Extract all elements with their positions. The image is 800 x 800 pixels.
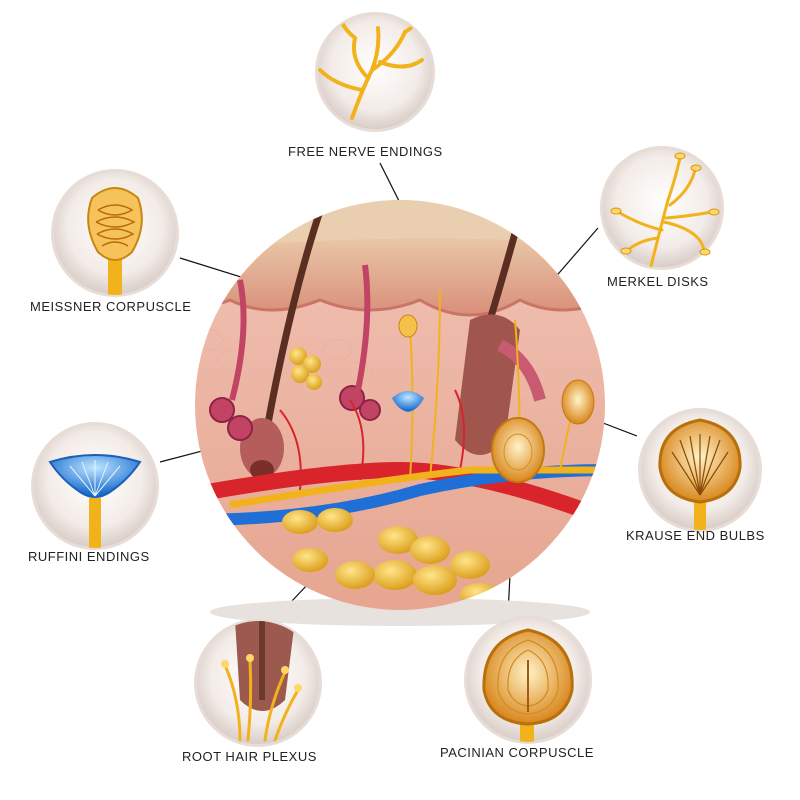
label-free-nerve-endings: FREE NERVE ENDINGS	[288, 144, 443, 159]
label-pacinian-corpuscle: PACINIAN CORPUSCLE	[440, 745, 594, 760]
free-nerve-endings-bubble	[315, 12, 435, 132]
root-hair-plexus-bubble	[194, 619, 322, 747]
meissner-corpuscle-bubble	[51, 169, 179, 297]
label-root-hair-plexus: ROOT HAIR PLEXUS	[182, 749, 317, 764]
label-meissner-corpuscle: MEISSNER CORPUSCLE	[30, 299, 192, 314]
skin-cross-section	[195, 200, 605, 626]
krause-end-bulbs-bubble	[638, 408, 762, 532]
label-merkel-disks: MERKEL DISKS	[607, 274, 709, 289]
ruffini-endings-bubble	[31, 422, 159, 550]
pacinian-corpuscle-bubble	[464, 616, 592, 744]
label-ruffini-endings: RUFFINI ENDINGS	[28, 549, 150, 564]
merkel-disks-bubble	[600, 146, 724, 270]
label-krause-end-bulbs: KRAUSE END BULBS	[626, 528, 765, 543]
